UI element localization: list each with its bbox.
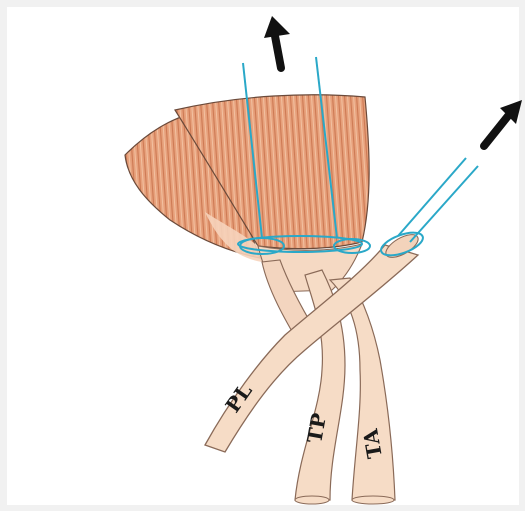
tp-tendon-end xyxy=(295,496,329,504)
ta-label: TA xyxy=(358,427,387,461)
tp-label: TP xyxy=(302,411,331,445)
ta-tendon-end xyxy=(352,496,394,504)
